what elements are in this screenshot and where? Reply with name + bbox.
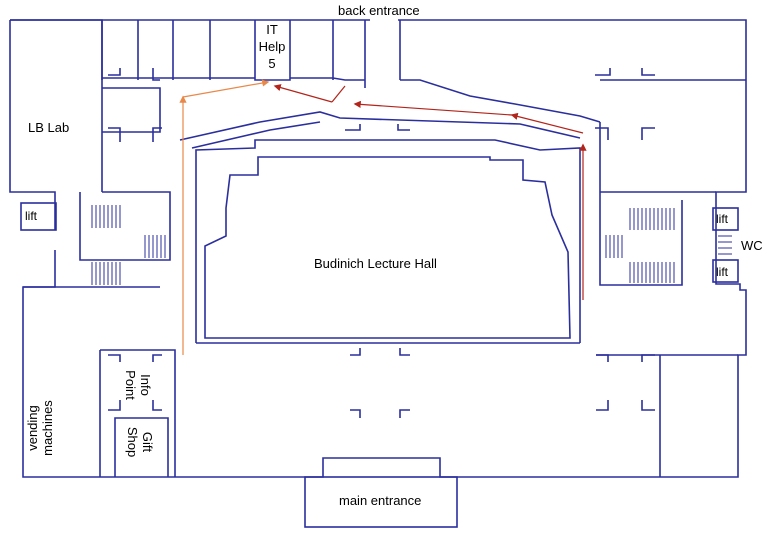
- gift-shop-label: Gift Shop: [119, 419, 155, 465]
- back-entrance-label: back entrance: [338, 3, 420, 18]
- main-entrance-label: main entrance: [339, 493, 422, 508]
- lift-left-label: lift: [25, 209, 37, 223]
- top-rooms: [101, 20, 401, 88]
- pillars: [108, 68, 655, 418]
- wc-label: WC: [741, 238, 763, 253]
- lift-right-top-label: lift: [716, 212, 728, 226]
- left-block: [79, 87, 171, 261]
- lift-left-box: [20, 202, 57, 231]
- main-entrance-box: [304, 476, 458, 528]
- info-point-line2: Point: [123, 370, 138, 400]
- lb-lab-label: LB Lab: [28, 120, 70, 135]
- it-help-line1: IT: [266, 22, 278, 37]
- right-block: [599, 79, 746, 286]
- stairs-left: [91, 205, 166, 285]
- lift-right-bottom-box: [712, 259, 739, 283]
- vending-line2: machines: [40, 400, 55, 456]
- it-help-label: IT Help 5: [256, 22, 288, 71]
- walls: [9, 19, 747, 528]
- lb-lab-walls: [10, 19, 103, 192]
- it-help-line3: 5: [268, 56, 276, 71]
- lecture-hall-label: Budinich Lecture Hall: [314, 256, 437, 271]
- vending-machines-label: vending machines: [25, 393, 57, 463]
- info-point-label: Info Point: [117, 360, 153, 410]
- corridor-wall-bottom: [179, 111, 581, 149]
- stairs-right: [605, 208, 732, 283]
- info-point-line1: Info: [138, 374, 153, 396]
- vending-line1: vending: [25, 405, 40, 451]
- corridor-wall-top: [102, 77, 601, 123]
- lecture-hall-outer: [195, 139, 581, 343]
- lower-right-rooms: [596, 354, 738, 477]
- it-help-line2: Help: [258, 39, 286, 54]
- orange-route: [179, 79, 270, 355]
- gift-shop-line2: Shop: [125, 426, 140, 458]
- lift-right-bottom-label: lift: [716, 265, 728, 279]
- gift-shop-line1: Gift: [140, 431, 155, 453]
- outer-wall: [9, 19, 747, 478]
- red-route: [273, 84, 587, 300]
- lower-corridor: [23, 286, 580, 344]
- lower-left-rooms: [99, 349, 176, 477]
- lecture-hall-walls: [204, 156, 571, 339]
